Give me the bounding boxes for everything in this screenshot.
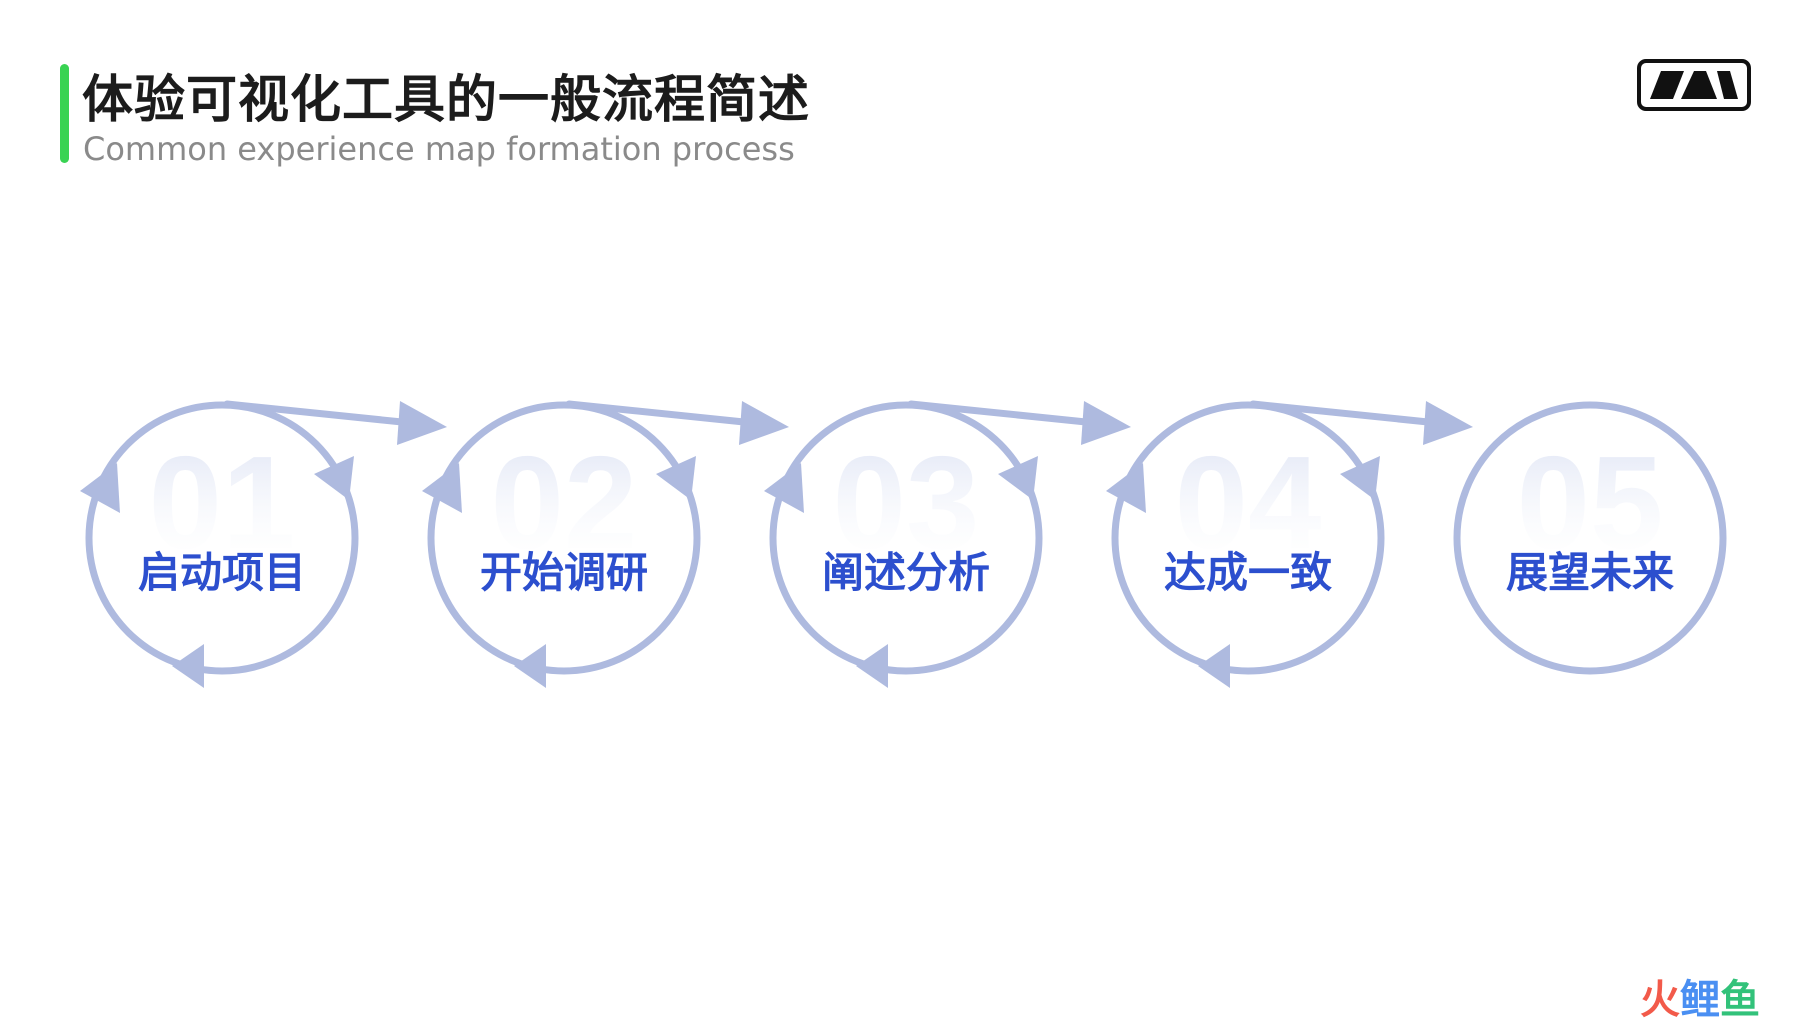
- cycle-arrow-icon: [764, 463, 804, 513]
- cycle-arrow-icon: [422, 463, 462, 513]
- connector-line: [1249, 400, 1432, 426]
- watermark-part-1: 火: [1640, 977, 1680, 1023]
- page-title: 体验可视化工具的一般流程简述: [82, 71, 811, 130]
- cycle-arrow-icon: [514, 644, 546, 688]
- step-label: 启动项目: [138, 548, 306, 597]
- cycle-arrow-icon: [1198, 644, 1230, 688]
- brand-logo-icon: [1637, 59, 1751, 111]
- watermark-part-2: 鲤: [1680, 977, 1720, 1023]
- title-accent-bar: [60, 64, 69, 163]
- connector-arrow-icon: [397, 401, 447, 445]
- cycle-arrow-icon: [172, 644, 204, 688]
- step-number: 01: [149, 429, 296, 576]
- cycle-arrow-icon: [1340, 456, 1380, 500]
- cycle-arrow-icon: [314, 456, 354, 500]
- step-label: 展望未来: [1506, 548, 1674, 597]
- connector-arrow-icon: [739, 401, 789, 445]
- connector-arrow-icon: [1423, 401, 1473, 445]
- watermark-part-3: 鱼: [1720, 977, 1760, 1023]
- cycle-arrow-icon: [1106, 463, 1146, 513]
- step-number: 05: [1517, 429, 1664, 576]
- step-ring: [85, 401, 359, 675]
- step-label: 开始调研: [480, 548, 648, 597]
- cycle-arrow-icon: [856, 644, 888, 688]
- step-label: 阐述分析: [822, 548, 990, 597]
- cycle-arrow-icon: [656, 456, 696, 500]
- connector-line: [907, 400, 1090, 426]
- step-number: 03: [833, 429, 980, 576]
- step-label: 达成一致: [1164, 548, 1332, 597]
- step-number: 04: [1175, 429, 1322, 576]
- step-ring: [1111, 401, 1385, 675]
- connector-arrow-icon: [1081, 401, 1131, 445]
- connector-line: [565, 400, 748, 426]
- page-subtitle: Common experience map formation process: [83, 130, 795, 168]
- cycle-arrow-icon: [80, 463, 120, 513]
- cycle-arrow-icon: [998, 456, 1038, 500]
- step-ring: [427, 401, 701, 675]
- connector-line: [223, 400, 406, 426]
- step-number: 02: [491, 429, 638, 576]
- watermark: 火鲤鱼: [1640, 967, 1760, 1025]
- step-ring: [1453, 401, 1727, 675]
- step-ring: [769, 401, 1043, 675]
